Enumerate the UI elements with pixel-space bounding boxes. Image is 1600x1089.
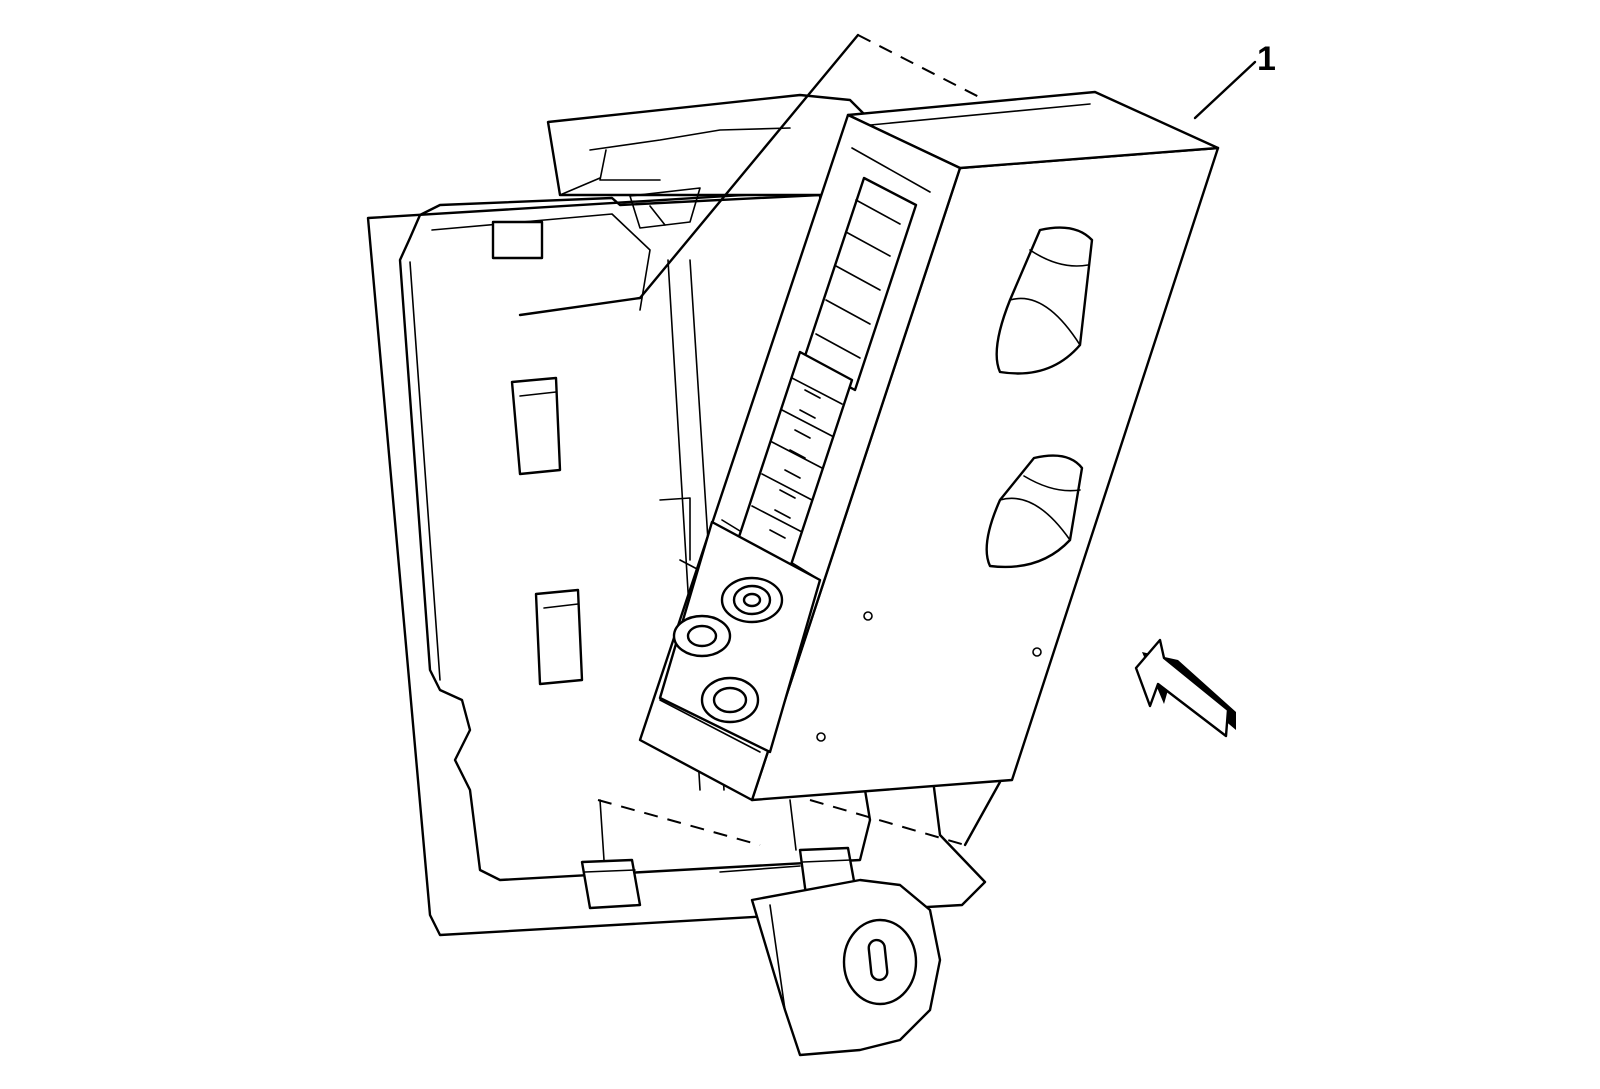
removal-path-outline bbox=[518, 33, 1002, 847]
connector-pins bbox=[769, 389, 821, 539]
direction-arrow-icon bbox=[1134, 638, 1236, 738]
callout-leader bbox=[1193, 60, 1257, 120]
callout-label-1: 1 bbox=[1257, 40, 1276, 78]
control-module bbox=[638, 90, 1220, 802]
mounting-ear bbox=[750, 878, 942, 1057]
